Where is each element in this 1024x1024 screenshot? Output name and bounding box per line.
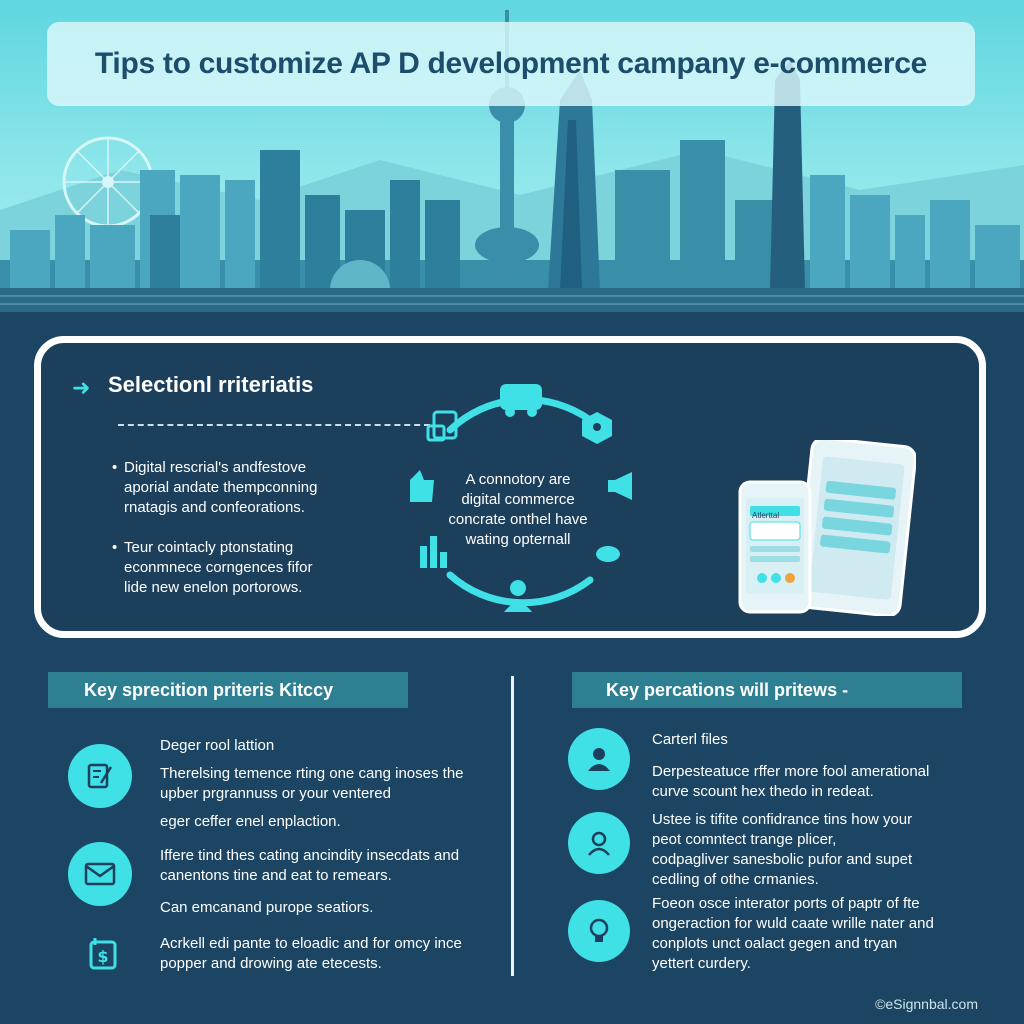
location-pin-icon xyxy=(582,412,612,444)
footer-credit: ©eSignnbal.com xyxy=(875,996,978,1012)
arrow-right-icon: ➜ xyxy=(72,375,91,400)
bar-chart-icon xyxy=(420,536,447,568)
bullet-marker: • xyxy=(112,459,118,476)
hero-banner: Tips to customize AP D development campa… xyxy=(0,0,1024,312)
section-divider xyxy=(511,676,514,976)
right-item-2: Ustee is tifite confidrance tins how you… xyxy=(652,811,913,888)
smartphones-illustration xyxy=(738,440,916,616)
svg-text:$: $ xyxy=(97,947,108,966)
left-section-heading: Key sprecition priteris Kitccy xyxy=(48,672,408,708)
cycle-description: A connotory are digital commerce concrat… xyxy=(448,471,588,548)
dashed-divider xyxy=(118,424,430,426)
phone-screen-label: Atlerttal xyxy=(752,511,780,520)
bullet-marker: • xyxy=(112,539,118,556)
profile-icon xyxy=(568,812,630,874)
document-pen-icon xyxy=(68,744,132,808)
lightbulb-icon xyxy=(568,900,630,962)
bullet-text: Digital rescrial's andfestove aporial an… xyxy=(124,459,318,516)
dollar-tag-icon: $ xyxy=(86,936,122,972)
right-item-1: Carterl files Derpesteatuce rffer more f… xyxy=(652,731,930,800)
envelope-icon xyxy=(68,842,132,906)
selection-heading: Selectionl rriteriatis xyxy=(108,372,314,397)
left-item-3: Acrkell edi pante to eloadic and for omc… xyxy=(160,935,462,972)
page-title: Tips to customize AP D development campa… xyxy=(94,47,928,80)
left-item-2: Iffere tind thes cating ancindity insecd… xyxy=(160,847,460,916)
right-item-3: Foeon osce interator ports of paptr of f… xyxy=(652,895,934,972)
thumbs-up-icon xyxy=(410,470,434,502)
megaphone-icon xyxy=(608,472,632,500)
user-icon xyxy=(568,728,630,790)
cycle-diagram xyxy=(410,384,632,612)
car-icon xyxy=(500,384,542,417)
shopping-tablet-icon xyxy=(426,410,458,442)
city-skyline-illustration xyxy=(0,10,1024,312)
left-item-1: Deger rool lattion Therelsing temence rt… xyxy=(160,737,464,830)
right-section-heading: Key percations will pritews - xyxy=(572,672,962,708)
bullet-text: Teur cointacly ptonstating econmnece cor… xyxy=(124,539,313,596)
title-banner: Tips to customize AP D development campa… xyxy=(47,22,975,106)
team-user-icon xyxy=(504,580,532,612)
handshake-icon xyxy=(596,546,620,562)
